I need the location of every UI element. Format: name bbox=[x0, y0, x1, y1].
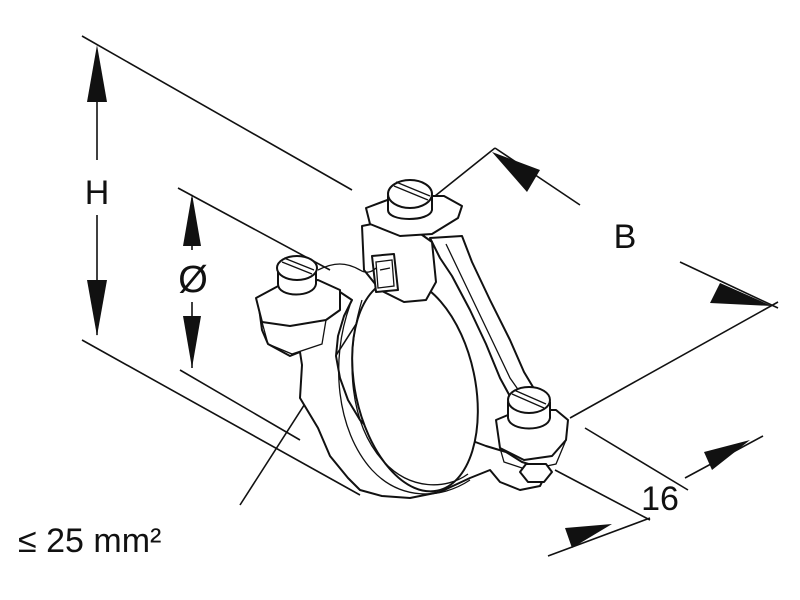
wire-opening bbox=[371, 253, 399, 293]
extension-lines bbox=[81, 35, 779, 557]
arrowhead-left bbox=[704, 440, 750, 470]
arrowhead-left bbox=[492, 152, 540, 192]
arrowhead-down bbox=[183, 316, 201, 368]
arrowhead-right bbox=[565, 524, 612, 548]
width-label: B bbox=[614, 218, 637, 256]
bottom-screw bbox=[507, 386, 551, 430]
wire-strand bbox=[317, 263, 377, 273]
thickness-dimension bbox=[565, 440, 750, 548]
cross-section-label: ≤ 25 mm² bbox=[18, 522, 161, 560]
thickness-label: 16 bbox=[641, 480, 679, 518]
clamp-left-saddle bbox=[257, 285, 549, 499]
arrowhead-up bbox=[183, 194, 201, 246]
diameter-dimension bbox=[183, 194, 201, 368]
width-dimension bbox=[492, 152, 772, 306]
bottom-nut bbox=[519, 463, 553, 483]
arrowhead-right bbox=[710, 283, 772, 306]
arrowhead-down bbox=[87, 280, 107, 336]
arrowhead-up bbox=[87, 45, 107, 102]
top-screw bbox=[387, 179, 433, 220]
diameter-label: Ø bbox=[178, 259, 208, 301]
height-dimension bbox=[87, 45, 107, 336]
left-screw bbox=[276, 255, 318, 296]
height-label: H bbox=[85, 174, 110, 212]
saddle-clamp bbox=[255, 179, 569, 499]
